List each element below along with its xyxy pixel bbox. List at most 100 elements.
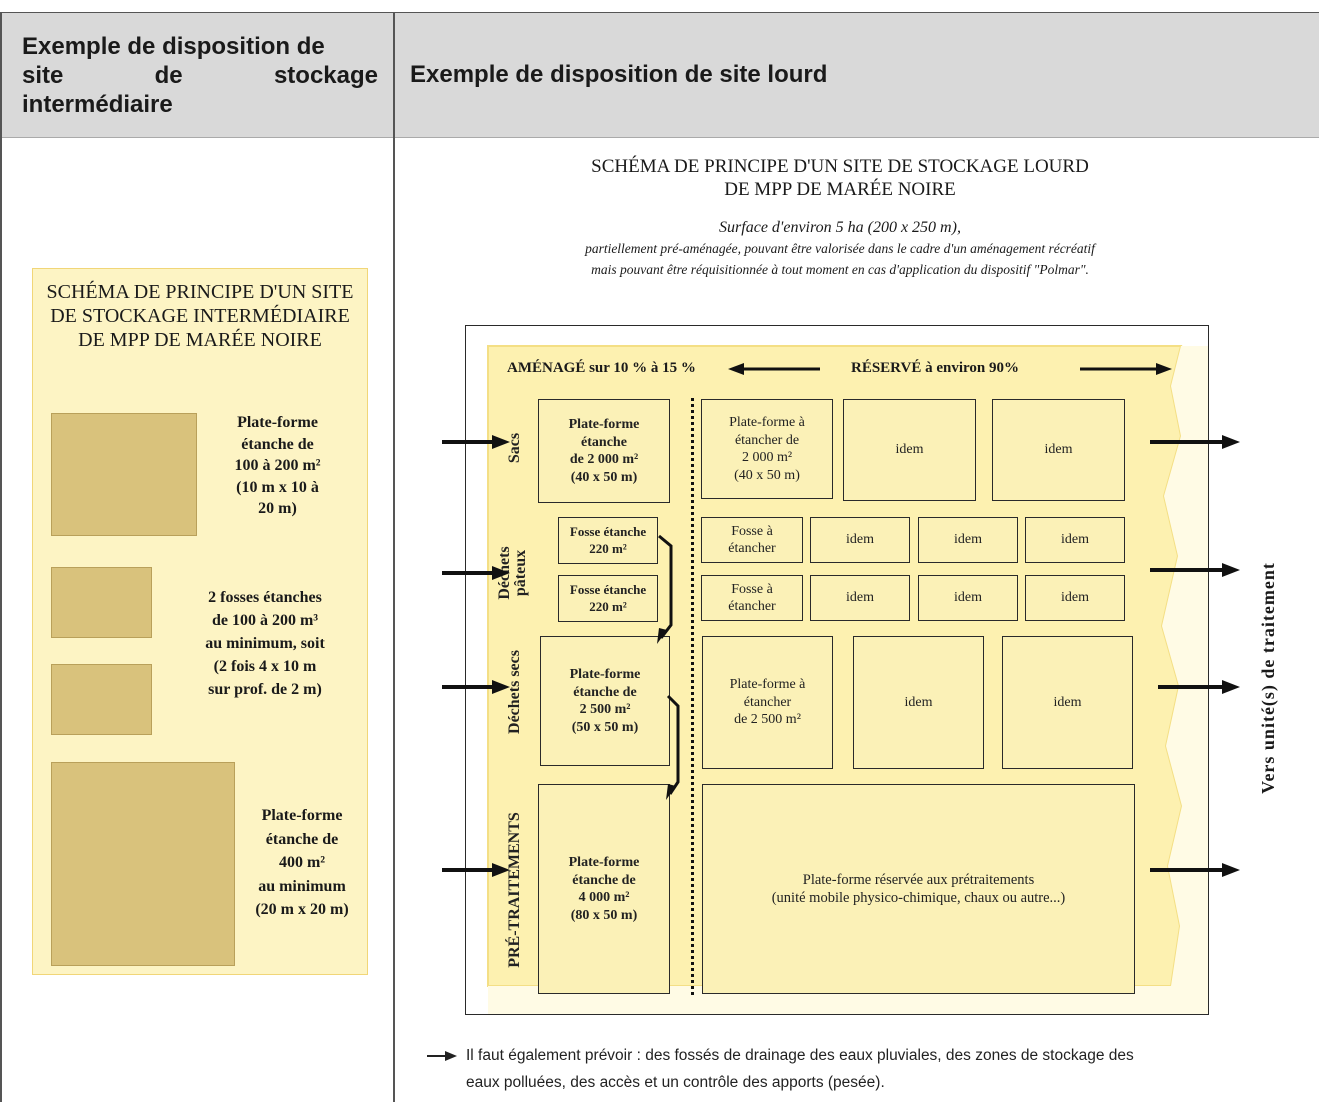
box-line: Plate-forme bbox=[568, 855, 640, 870]
input-arrow-icon bbox=[442, 863, 510, 877]
box-line: 220 m² bbox=[589, 598, 627, 614]
left-item2-line: au minimum, soit bbox=[205, 635, 325, 652]
box-line: Plate-forme bbox=[569, 667, 641, 682]
left-item2-line: 2 fosses étanches bbox=[208, 589, 322, 606]
left-diagram-title: SCHÉMA DE PRINCIPE D'UN SITE DE STOCKAGE… bbox=[46, 281, 354, 351]
right-subtitle-line: partiellement pré-aménagée, pouvant être… bbox=[585, 241, 1095, 256]
header-left-line1: Exemple de disposition de bbox=[22, 33, 325, 60]
pateux-idem-2: idem bbox=[918, 517, 1018, 563]
right-subtitle-line: Surface d'environ 5 ha (200 x 250 m), bbox=[719, 219, 961, 236]
left-item1-line: 100 à 200 m² bbox=[234, 457, 321, 474]
footnote-line: Il faut également prévoir : des fossés d… bbox=[466, 1047, 1134, 1064]
arrow-left-icon bbox=[728, 363, 820, 375]
left-item1-line: 20 m) bbox=[258, 500, 297, 517]
flow-connector-secs-to-pre bbox=[666, 694, 680, 800]
right-title-line: SCHÉMA DE PRINCIPE D'UN SITE DE STOCKAGE… bbox=[591, 156, 1089, 177]
box-line: étanche bbox=[581, 434, 627, 450]
left-platform-400 bbox=[51, 762, 235, 966]
table-header-row bbox=[0, 12, 1319, 138]
flow-connector-pateux-to-secs bbox=[657, 534, 673, 644]
box-line: Plate-forme à bbox=[729, 415, 805, 430]
box-line: étancher bbox=[728, 599, 776, 614]
left-item1-line: (10 m x 10 à bbox=[236, 478, 319, 496]
right-subtitle-line: mais pouvant être réquisitionnée à tout … bbox=[591, 262, 1089, 277]
box-line: 220 m² bbox=[589, 540, 627, 556]
box-line: Plate-forme réservée aux prétraitements bbox=[802, 871, 1035, 888]
secs-idem-1: idem bbox=[853, 636, 984, 769]
box-line: Plate-forme à bbox=[729, 677, 806, 693]
reserve-label: RÉSERVÉ à environ 90% bbox=[851, 360, 1019, 376]
output-arrow-icon bbox=[1150, 863, 1240, 877]
box-line: Fosse étanche bbox=[569, 582, 647, 598]
pre-main-platform: Plate-forme étanche de 4 000 m² (80 x 50… bbox=[538, 784, 670, 994]
sacs-idem-1: idem bbox=[843, 399, 976, 501]
amenage-label: AMÉNAGÉ sur 10 % à 15 % bbox=[507, 360, 696, 376]
box-line: (80 x 50 m) bbox=[570, 907, 638, 923]
secs-reserved-platform: Plate-forme à étancher de 2 500 m² bbox=[702, 636, 833, 769]
left-item3-line: au minimum bbox=[258, 877, 346, 895]
header-left-line3: intermédiaire bbox=[22, 91, 173, 118]
left-item2-line: de 100 à 200 m³ bbox=[211, 612, 319, 629]
fosse-a-etancher-1: Fosse à étancher bbox=[701, 517, 803, 563]
table-left-border bbox=[0, 12, 2, 1102]
output-arrow-icon bbox=[1150, 563, 1240, 577]
input-arrow-icon bbox=[442, 435, 510, 449]
footnote-arrow-icon bbox=[427, 1051, 457, 1061]
left-item3-line: 400 m² bbox=[278, 854, 326, 871]
left-item2-line: sur prof. de 2 m) bbox=[208, 681, 322, 698]
left-item3-text: Plate-forme étanche de 400 m² au minimum… bbox=[232, 804, 372, 922]
row-label-pateux-line: pâteux bbox=[512, 549, 529, 597]
box-line: de 2 500 m² bbox=[734, 712, 801, 728]
box-line: étancher bbox=[743, 694, 792, 710]
box-line: (40 x 50 m) bbox=[734, 467, 800, 483]
secs-main-platform: Plate-forme étanche de 2 500 m² (50 x 50… bbox=[540, 636, 670, 766]
left-item2-text: 2 fosses étanches de 100 à 200 m³ au min… bbox=[158, 586, 372, 701]
box-line: (50 x 50 m) bbox=[571, 719, 639, 735]
pateux-idem-4: idem bbox=[810, 575, 910, 621]
table-column-divider bbox=[393, 12, 395, 1102]
row-label-pretraitements: PRÉ-TRAITEMENTS bbox=[506, 812, 523, 968]
right-diagram-title: SCHÉMA DE PRINCIPE D'UN SITE DE STOCKAGE… bbox=[470, 155, 1210, 201]
box-line: 2 000 m² bbox=[741, 450, 793, 465]
pre-reserved-platform: Plate-forme réservée aux prétraitements … bbox=[702, 784, 1135, 994]
pateux-idem-6: idem bbox=[1025, 575, 1125, 621]
pateux-idem-1: idem bbox=[810, 517, 910, 563]
box-line: étanche de bbox=[573, 684, 637, 700]
box-line: Fosse étanche bbox=[569, 524, 647, 540]
right-title-line: DE MPP DE MARÉE NOIRE bbox=[724, 179, 956, 200]
left-fosse-2 bbox=[51, 664, 152, 735]
left-item2-line: (2 fois 4 x 10 m bbox=[213, 658, 317, 675]
fosse-etanche-1: Fosse étanche 220 m² bbox=[558, 517, 658, 564]
box-line: Plate-forme bbox=[568, 417, 640, 432]
left-item1-text: Plate-forme étanche de 100 à 200 m² (10 … bbox=[200, 412, 355, 520]
box-line: 4 000 m² bbox=[578, 890, 630, 905]
row-label-sacs: Sacs bbox=[506, 432, 523, 464]
fosse-a-etancher-2: Fosse à étancher bbox=[701, 575, 803, 621]
dotted-separator bbox=[691, 398, 694, 995]
left-item3-line: Plate-forme bbox=[261, 807, 343, 824]
side-label-traitement: Vers unité(s) de traitement bbox=[1258, 562, 1278, 794]
left-item3-line: (20 m x 20 m) bbox=[255, 901, 349, 918]
pateux-idem-3: idem bbox=[1025, 517, 1125, 563]
footnote-text: Il faut également prévoir : des fossés d… bbox=[466, 1042, 1306, 1096]
box-line: étancher bbox=[728, 541, 776, 556]
left-item1-line: Plate-forme bbox=[237, 414, 318, 431]
sacs-main-platform: Plate-forme étanche de 2 000 m² (40 x 50… bbox=[538, 399, 670, 503]
box-line: Fosse à bbox=[731, 581, 773, 597]
box-line: (40 x 50 m) bbox=[570, 469, 638, 485]
pateux-idem-5: idem bbox=[918, 575, 1018, 621]
box-line: étancher de bbox=[734, 432, 800, 448]
fosse-etanche-2: Fosse étanche 220 m² bbox=[558, 575, 658, 622]
footnote-line: eaux polluées, des accès et un contrôle … bbox=[466, 1074, 885, 1091]
output-arrow-icon bbox=[1158, 680, 1240, 694]
left-platform-100-200 bbox=[51, 413, 197, 536]
right-diagram-subtitle: Surface d'environ 5 ha (200 x 250 m), pa… bbox=[440, 217, 1240, 280]
left-item1-line: étanche de bbox=[241, 435, 314, 453]
box-line: de 2 000 m² bbox=[569, 452, 639, 467]
box-line: 2 500 m² bbox=[579, 702, 631, 717]
box-line: Fosse à bbox=[731, 523, 773, 539]
input-arrow-icon bbox=[442, 680, 510, 694]
secs-idem-2: idem bbox=[1002, 636, 1133, 769]
